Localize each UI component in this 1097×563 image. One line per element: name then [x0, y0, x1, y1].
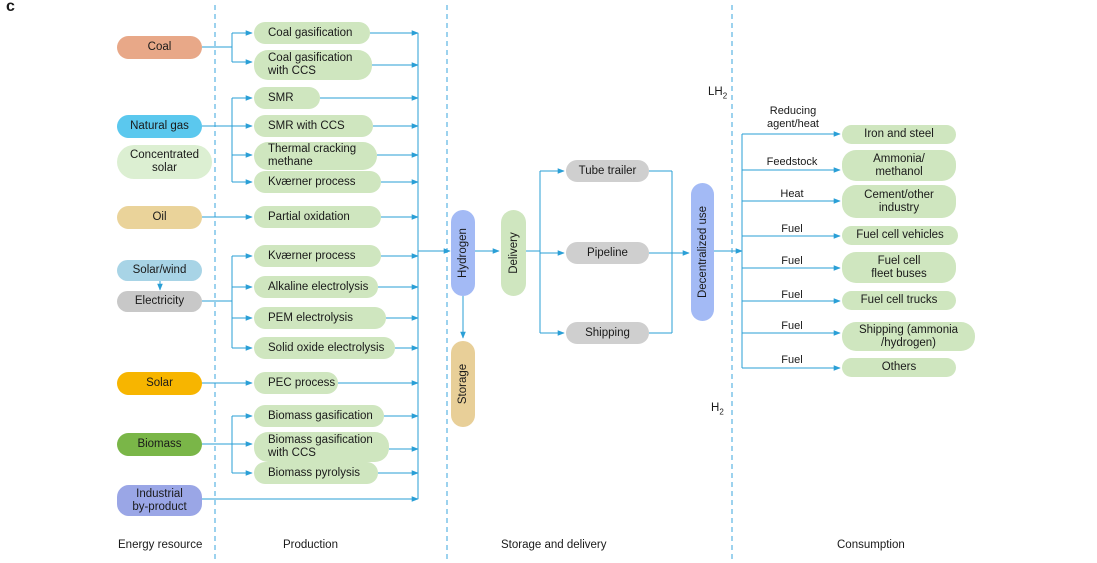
consumption-shipping-ammonia-hydrogen: Shipping (ammonia /hydrogen) — [842, 322, 975, 351]
production-thermal-cracking: Thermal cracking methane — [254, 142, 377, 170]
consumption-fuel-cell-buses: Fuel cell fleet buses — [842, 252, 956, 283]
storage-node: Storage — [451, 341, 475, 427]
use-label-fuel-shipping: Fuel — [781, 320, 803, 332]
flow-arrows — [157, 30, 841, 502]
delivery-node: Delivery — [501, 210, 526, 296]
h2-label: H2 — [711, 402, 724, 418]
delivery-tube-trailer: Tube trailer — [566, 160, 649, 182]
resource-solar-wind: Solar/wind — [117, 260, 202, 281]
resource-industrial-by-product: Industrial by-product — [117, 485, 202, 516]
production-coal-gasification: Coal gasification — [254, 22, 370, 44]
delivery-pipeline: Pipeline — [566, 242, 649, 264]
production-biomass-gasification: Biomass gasification — [254, 405, 384, 427]
production-biomass-pyrolysis: Biomass pyrolysis — [254, 462, 378, 484]
stage-energy-resource: Energy resource — [118, 539, 203, 551]
delivery-label: Delivery — [507, 232, 520, 274]
hydrogen-label: Hydrogen — [457, 228, 469, 278]
storage-label: Storage — [457, 363, 469, 405]
consumption-cement-industry: Cement/other industry — [842, 185, 956, 218]
resource-oil: Oil — [117, 206, 202, 229]
h2-main: H — [711, 402, 720, 414]
production-pem-electrolysis: PEM electrolysis — [254, 307, 386, 329]
decentralized-use-node: Decentralized use — [691, 183, 714, 321]
consumption-others: Others — [842, 358, 956, 377]
h2-sub: 2 — [719, 407, 724, 417]
decentralized-use-label: Decentralized use — [696, 205, 709, 299]
production-biomass-gasification-ccs: Biomass gasification with CCS — [254, 432, 389, 462]
use-label-feedstock: Feedstock — [766, 156, 818, 168]
use-label-fuel-buses: Fuel — [781, 255, 803, 267]
production-alkaline-electrolysis: Alkaline electrolysis — [254, 276, 378, 298]
production-partial-oxidation: Partial oxidation — [254, 206, 381, 228]
production-coal-gasification-ccs: Coal gasification with CCS — [254, 50, 372, 80]
production-smr-ccs: SMR with CCS — [254, 115, 373, 137]
use-label-fuel-others: Fuel — [781, 354, 803, 366]
delivery-shipping: Shipping — [566, 322, 649, 344]
hydrogen-node: Hydrogen — [451, 210, 475, 296]
resource-electricity: Electricity — [117, 291, 202, 312]
consumption-fuel-cell-trucks: Fuel cell trucks — [842, 291, 956, 310]
stage-production: Production — [283, 539, 338, 551]
lh2-label: LH2 — [708, 86, 727, 102]
resource-biomass: Biomass — [117, 433, 202, 456]
resource-concentrated-solar: Concentrated solar — [117, 145, 212, 179]
production-smr: SMR — [254, 87, 320, 109]
production-pec-process: PEC process — [254, 372, 338, 394]
stage-consumption: Consumption — [837, 539, 905, 551]
stage-storage-delivery: Storage and delivery — [501, 539, 607, 551]
production-kvaerner-process-electric: Kværner process — [254, 245, 381, 267]
lh2-sub: 2 — [722, 91, 728, 101]
consumption-ammonia-methanol: Ammonia/ methanol — [842, 150, 956, 181]
resource-solar: Solar — [117, 372, 202, 395]
resource-coal: Coal — [117, 36, 202, 59]
consumption-fuel-cell-vehicles: Fuel cell vehicles — [842, 226, 958, 245]
production-kvaerner-process: Kværner process — [254, 171, 381, 193]
use-label-fuel-trucks: Fuel — [781, 289, 803, 301]
lh2-main: LH — [708, 86, 723, 98]
resource-natural-gas: Natural gas — [117, 115, 202, 138]
use-label-fuel-vehicles: Fuel — [781, 223, 803, 235]
panel-letter: c — [6, 0, 15, 15]
stage-dividers — [214, 5, 733, 560]
use-label-reducing: Reducing agent/heat — [767, 105, 819, 130]
use-label-heat: Heat — [780, 188, 804, 200]
production-solid-oxide-electrolysis: Solid oxide electrolysis — [254, 337, 395, 359]
consumption-iron-steel: Iron and steel — [842, 125, 956, 144]
